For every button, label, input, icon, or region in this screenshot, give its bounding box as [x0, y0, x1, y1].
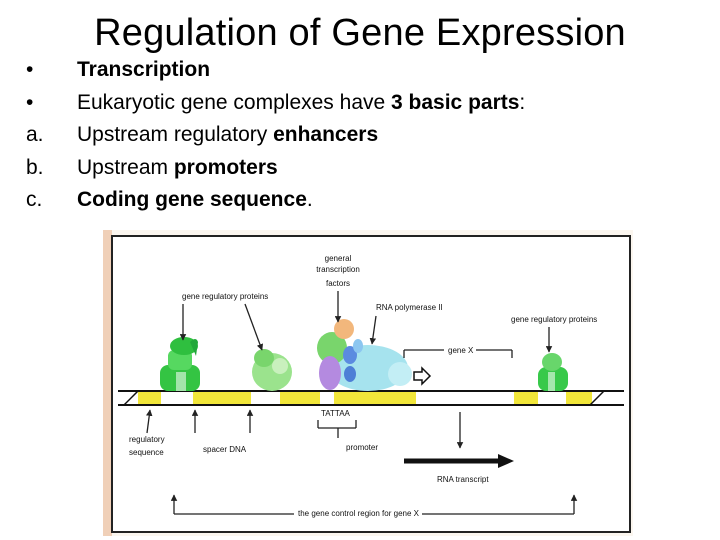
dna-segment [514, 392, 538, 404]
label-tattaa: TATTAA [321, 409, 351, 418]
item-text-bold: promoters [173, 155, 278, 179]
label-regulatory-2: sequence [129, 448, 164, 457]
label-general-3: factors [326, 279, 350, 288]
bullet-gene-complexes: • Eukaryotic gene complexes have 3 basic… [22, 87, 702, 120]
item-marker: a. [26, 123, 44, 146]
bullet-marker: • [26, 90, 34, 114]
regulatory-protein-left [160, 337, 200, 391]
item-promoters: b. Upstream promoters [22, 152, 702, 185]
dna-end [589, 390, 605, 406]
rna-transcript-arrowhead [498, 454, 514, 468]
label-general-1: general [325, 254, 352, 263]
bullet-text: : [519, 90, 526, 114]
bullet-marker: • [26, 58, 34, 81]
dna-end [123, 390, 139, 406]
regulatory-protein-right [538, 353, 568, 391]
dna-segment [138, 392, 161, 404]
label-regulatory-1: regulatory [129, 435, 165, 444]
item-marker: c. [26, 188, 43, 211]
label-control-region: the gene control region for gene X [298, 509, 420, 518]
label-promoter: promoter [346, 443, 378, 452]
label-regulatory-proteins-left: gene regulatory proteins [182, 292, 268, 301]
dna-segment [280, 392, 320, 404]
bullet-list: • Transcription • Eukaryotic gene comple… [22, 54, 702, 217]
item-text-bold: Coding gene sequence [77, 188, 307, 211]
transcription-complex [317, 319, 412, 391]
label-rna-polymerase: RNA polymerase II [376, 303, 443, 312]
pointer-rna-polymerase [369, 315, 377, 345]
bullet-transcription: • Transcription [22, 54, 702, 87]
slide-title: Regulation of Gene Expression [94, 12, 626, 54]
item-text: Upstream [77, 155, 174, 179]
item-enhancers: a. Upstream regulatory enhancers [22, 119, 702, 152]
dna-segment [334, 392, 416, 404]
item-text: Upstream regulatory [77, 123, 274, 146]
dna-segment [193, 392, 251, 404]
item-marker: b. [26, 155, 44, 179]
pointer-regulatory-sequence [146, 409, 153, 434]
label-general-2: transcription [316, 265, 360, 274]
figure-left-edge [103, 230, 112, 536]
bullet-text: Eukaryotic gene complexes have [77, 90, 392, 114]
item-text-bold: enhancers [273, 123, 379, 146]
dna-segment [566, 392, 592, 404]
item-text: . [306, 188, 313, 211]
control-region-label-bg [294, 505, 422, 519]
pointer-regulatory-middle [244, 303, 264, 351]
label-spacer: spacer DNA [203, 445, 247, 454]
label-regulatory-proteins-right: gene regulatory proteins [511, 315, 597, 324]
regulatory-protein-middle [252, 349, 292, 391]
label-gene-x: gene X [448, 346, 474, 355]
bullet-text-bold: 3 basic parts [391, 90, 520, 114]
label-rna-transcript: RNA transcript [437, 475, 489, 484]
bullet-text: Transcription [77, 58, 211, 81]
transcription-start-arrow [413, 366, 432, 386]
item-coding-sequence: c. Coding gene sequence. [22, 184, 702, 217]
